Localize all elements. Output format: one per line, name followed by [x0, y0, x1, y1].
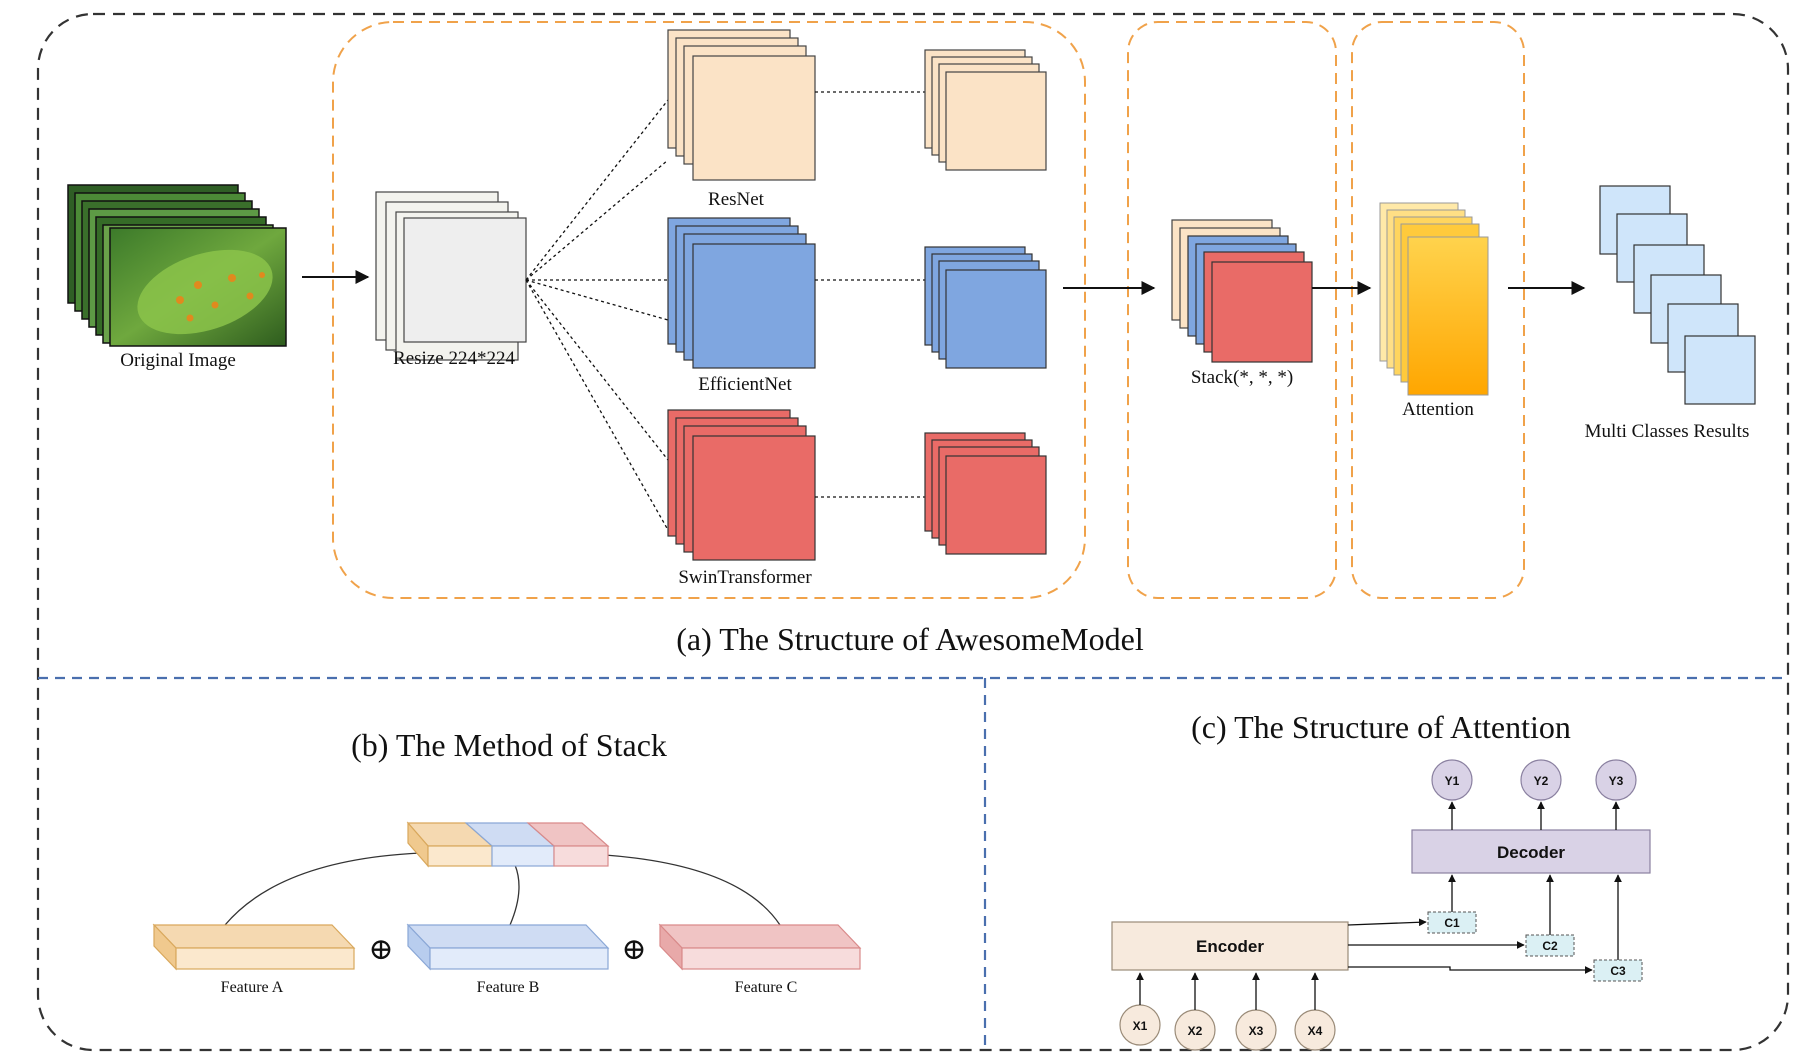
swin-label: SwinTransformer [678, 567, 812, 588]
backbone-group-box [332, 21, 1086, 599]
panel-b-caption: (b) The Method of Stack [351, 727, 667, 763]
panel-a-caption: (a) The Structure of AwesomeModel [676, 621, 1144, 657]
context-boxes [1427, 911, 1643, 982]
panel-a: Original Image Resize 224*224 ResNet [67, 21, 1756, 657]
encoder-box [1111, 921, 1349, 971]
feature-c-bar [658, 923, 862, 971]
encoder-label: Encoder [1196, 937, 1264, 956]
output-y2-label: Y2 [1534, 774, 1549, 788]
panel-c-caption: (c) The Structure of Attention [1191, 709, 1571, 745]
feature-b-bar [406, 923, 610, 971]
original-image-stack [67, 184, 287, 347]
context-decoder-arrows [1448, 874, 1622, 960]
context-c3-label: C3 [1610, 964, 1626, 978]
input-x1-label: X1 [1133, 1019, 1148, 1033]
efficientnet-stack [667, 217, 816, 369]
feature-b-label: Feature B [477, 979, 540, 996]
input-nodes [1119, 1004, 1336, 1051]
resnet-stack [667, 29, 816, 181]
results-label: Multi Classes Results [1585, 421, 1750, 442]
resnet-label: ResNet [708, 189, 765, 210]
decoder-label: Decoder [1497, 843, 1565, 862]
encoder-context-arrows [1347, 918, 1593, 974]
input-x4-label: X4 [1308, 1024, 1323, 1038]
plus-symbol-2: ⊕ [621, 933, 646, 966]
output-y2 [1520, 759, 1562, 801]
attention-label: Attention [1402, 399, 1474, 420]
output-y3-label: Y3 [1609, 774, 1624, 788]
plus-symbol-1: ⊕ [368, 933, 393, 966]
context-c2 [1525, 934, 1575, 957]
context-c2-label: C2 [1542, 939, 1558, 953]
decoder-box [1411, 829, 1651, 874]
efficientnet-output-stack [924, 246, 1047, 369]
stack-curves [224, 852, 781, 926]
outer-frame [36, 12, 1790, 1052]
context-c3 [1593, 959, 1643, 982]
input-x3-label: X3 [1249, 1024, 1264, 1038]
resize-label: Resize 224*224 [393, 348, 515, 369]
fan-lines [525, 99, 669, 531]
output-y1-label: Y1 [1445, 774, 1460, 788]
efficientnet-label: EfficientNet [698, 374, 792, 395]
output-y1 [1431, 759, 1473, 801]
results-block [1599, 185, 1756, 405]
input-x2-label: X2 [1188, 1024, 1203, 1038]
backbone-connectors [815, 91, 945, 498]
attention-group-box [1351, 21, 1525, 599]
original-image-label: Original Image [120, 350, 236, 371]
swin-output-stack [924, 432, 1047, 555]
feature-a-label: Feature A [221, 979, 284, 996]
decoder-output-arrows [1448, 801, 1620, 830]
stack-label: Stack(*, *, *) [1191, 367, 1293, 388]
stack-block [1171, 219, 1313, 363]
context-c1 [1427, 911, 1477, 934]
panel-b: (b) The Method of Stack Feature A ⊕ [152, 727, 862, 996]
output-nodes [1431, 759, 1637, 801]
resnet-output-stack [924, 49, 1047, 171]
resize-stack [375, 191, 527, 361]
panel-c: (c) The Structure of Attention Decoder E… [1111, 709, 1651, 1051]
attention-block [1379, 202, 1489, 396]
feature-c-label: Feature C [735, 979, 798, 996]
context-c1-label: C1 [1444, 916, 1460, 930]
feature-a-bar [152, 923, 356, 971]
stack-group-box [1127, 21, 1337, 599]
output-y3 [1595, 759, 1637, 801]
input-encoder-arrows [1136, 972, 1319, 1010]
swin-stack [667, 409, 816, 561]
stacked-feature-bar [406, 821, 610, 868]
